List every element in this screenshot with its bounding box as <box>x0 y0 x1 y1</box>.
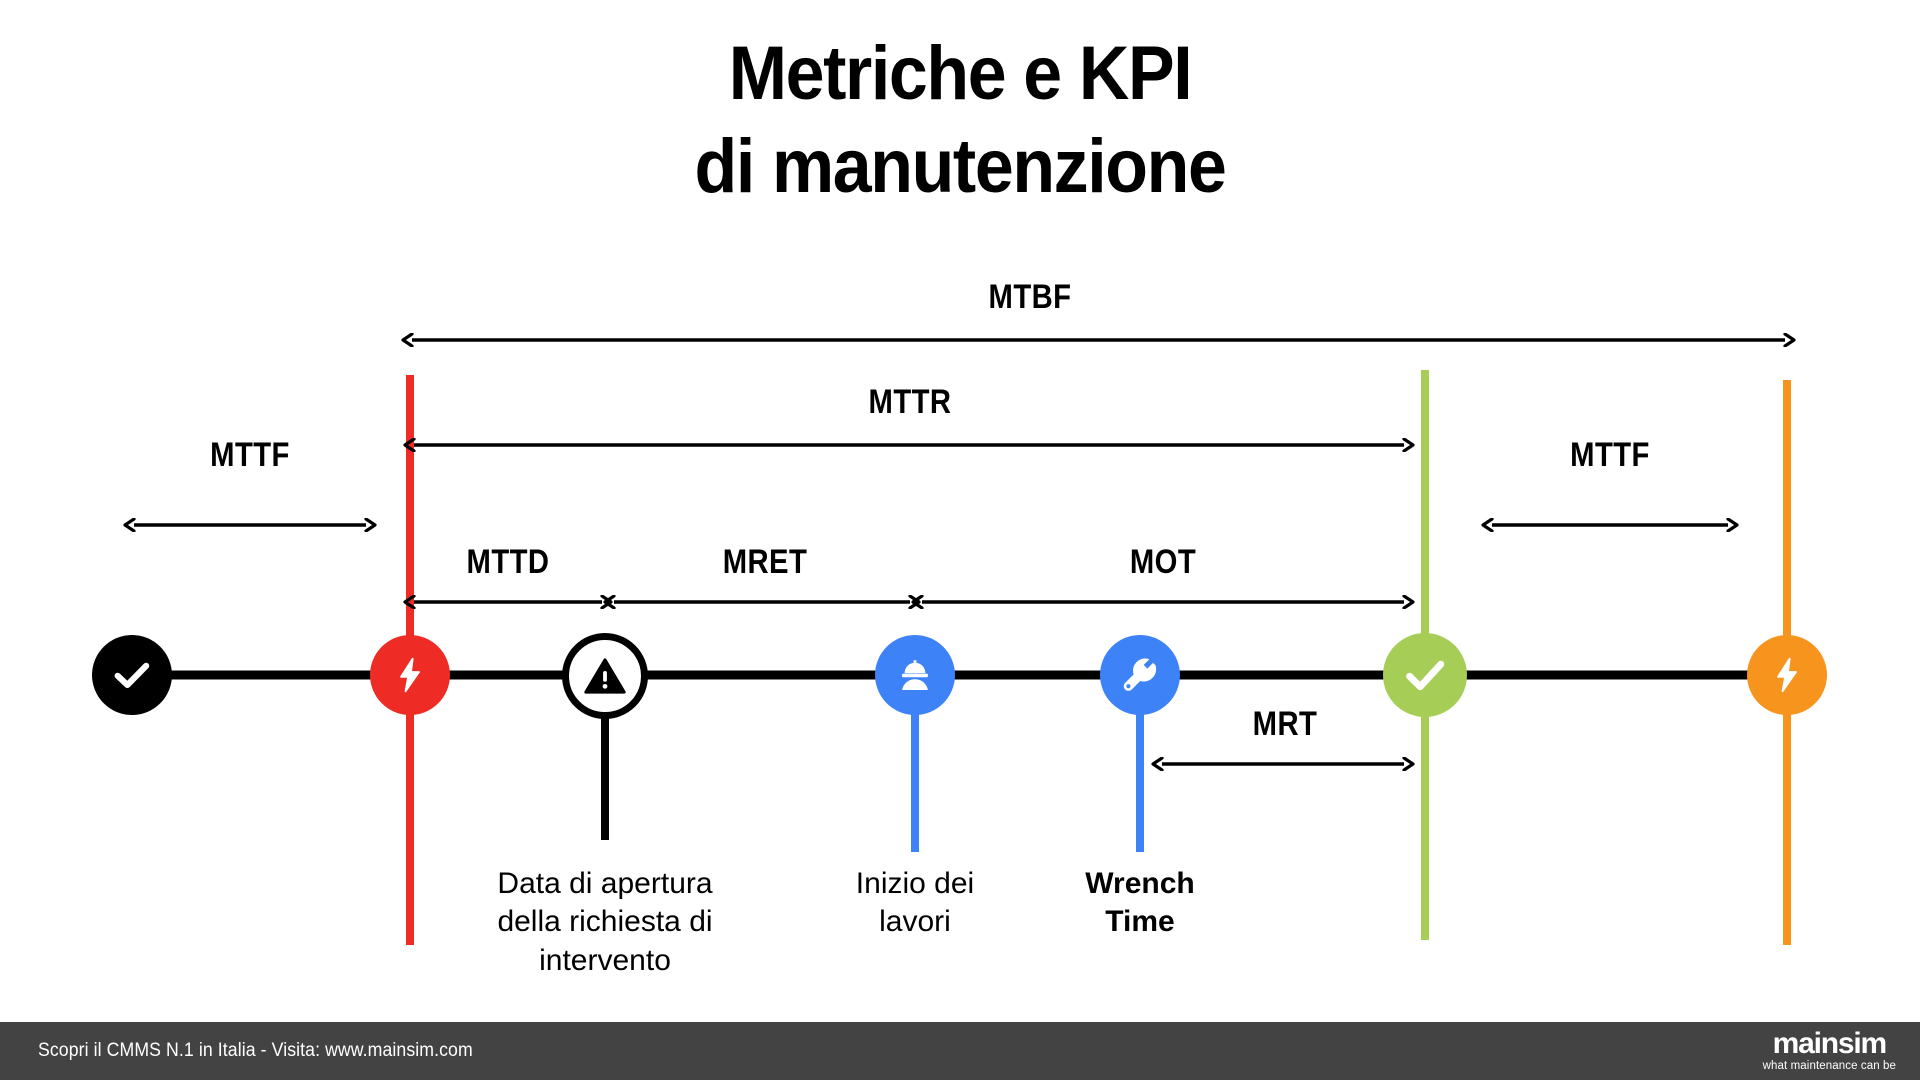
bolt-icon <box>400 657 420 693</box>
metric-label-mot: MOT <box>1129 543 1197 581</box>
mainsim-logo[interactable]: mainsim what maintenance can be <box>1763 1029 1896 1073</box>
node-work-start[interactable] <box>875 635 955 715</box>
node-failure-start[interactable] <box>370 635 450 715</box>
check-icon <box>114 662 150 689</box>
node-request-opened[interactable] <box>562 633 648 719</box>
node-next-failure[interactable] <box>1747 635 1827 715</box>
footer-bar: Scopri il CMMS N.1 in Italia - Visita: w… <box>0 1022 1920 1080</box>
metric-label-mttr: MTTR <box>868 383 952 421</box>
metric-label-mret: MRET <box>722 543 808 581</box>
node-resolved[interactable] <box>1383 633 1467 717</box>
node-operational-start[interactable] <box>92 635 172 715</box>
caption-request-opened: Data di apertura della richiesta di inte… <box>497 867 713 977</box>
footer-promo-text: Scopri il CMMS N.1 in Italia - Visita: w… <box>38 1040 473 1061</box>
metric-label-mrt: MRT <box>1252 705 1318 743</box>
metric-label-mttd: MTTD <box>466 543 550 581</box>
measurement-arrows <box>134 340 1785 764</box>
metric-label-mttf-left: MTTF <box>210 436 290 474</box>
node-wrench-time[interactable] <box>1100 635 1180 715</box>
caption-work-start: Inizio dei lavori <box>855 867 975 939</box>
logo-wordmark: mainsim <box>1772 1027 1888 1061</box>
check-icon <box>1406 660 1445 691</box>
worker-icon <box>901 660 929 690</box>
wrench-icon <box>1123 658 1157 691</box>
metric-label-mtbf: MTBF <box>988 278 1072 316</box>
caption-wrench-time: Wrench Time <box>1085 867 1195 939</box>
warning-icon <box>584 658 626 694</box>
metric-label-mttf-right: MTTF <box>1570 436 1650 474</box>
bolt-icon <box>1777 657 1797 693</box>
logo-tagline: what maintenance can be <box>1762 1060 1896 1073</box>
